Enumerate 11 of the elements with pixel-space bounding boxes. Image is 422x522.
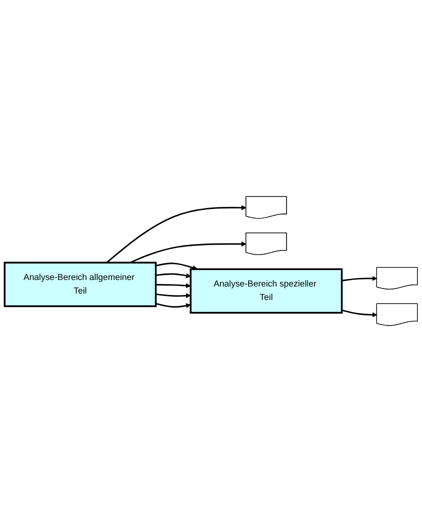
arrow xyxy=(156,302,191,308)
arrow xyxy=(156,283,191,288)
arrow xyxy=(156,273,191,278)
arrow xyxy=(130,241,246,264)
arrow xyxy=(342,276,378,282)
node-box: Analyse-Bereich allgemeiner Teil xyxy=(4,262,157,308)
arrow xyxy=(156,293,191,298)
arrow xyxy=(342,309,378,318)
arrow xyxy=(106,205,246,264)
arrow xyxy=(156,262,198,270)
node-box: Analyse-Bereich spezieller Teil xyxy=(190,268,343,314)
